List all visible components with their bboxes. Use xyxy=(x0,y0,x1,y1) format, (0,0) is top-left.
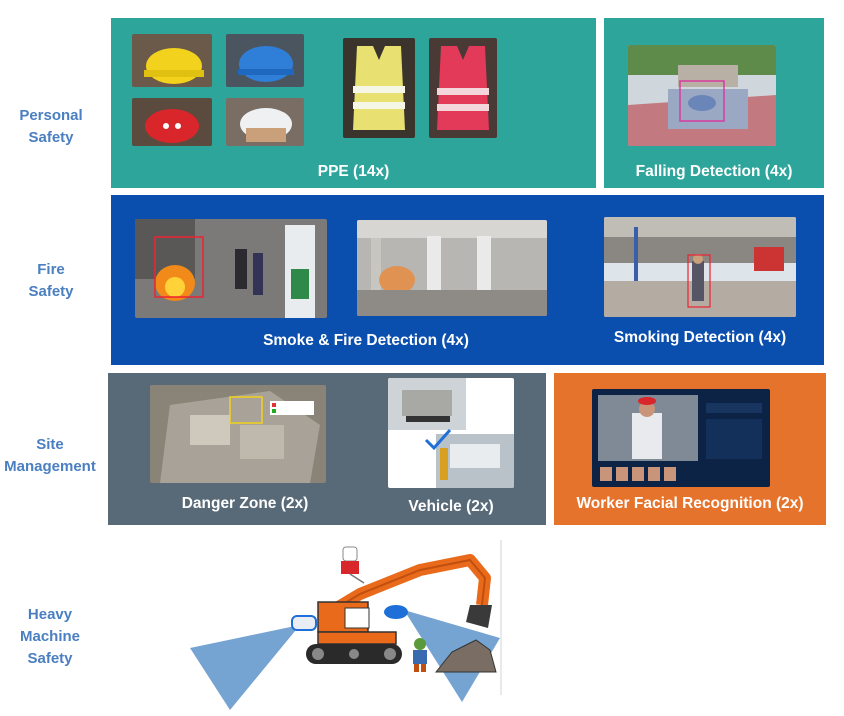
danger-zone-caption: Danger Zone (2x) xyxy=(181,495,309,512)
yellow-vest-image xyxy=(343,38,415,138)
smoke-scene-image xyxy=(357,220,547,316)
vehicle-image xyxy=(388,378,514,488)
row-label-site-management: Site Management xyxy=(4,436,96,475)
row-label-heavy-machine-safety: Heavy Machine Safety xyxy=(19,606,80,667)
facial-recognition-panel: Worker Facial Recognition (2x) xyxy=(554,373,826,525)
smoke-fire-caption: Smoke & Fire Detection (4x) xyxy=(263,332,469,349)
camera-cone-left xyxy=(190,625,300,710)
smoking-caption: Smoking Detection (4x) xyxy=(613,329,787,346)
ppe-panel: PPE (14x) xyxy=(111,18,596,188)
row-label-fire-safety: Fire Safety xyxy=(28,261,74,300)
camera-icon-left xyxy=(291,615,317,631)
white-helmet-image xyxy=(226,98,304,146)
vehicle-caption: Vehicle (2x) xyxy=(408,498,494,515)
danger-zone-image xyxy=(150,385,326,483)
row-label-personal-safety: Personal Safety xyxy=(19,107,83,146)
red-vest-image xyxy=(429,38,497,138)
falling-person-image xyxy=(628,45,776,146)
excavator-icon xyxy=(306,554,492,664)
alarm-light-icon xyxy=(341,546,365,584)
dirt-pile-icon xyxy=(434,639,497,673)
smoking-scene-image xyxy=(604,217,796,317)
facial-dashboard-image xyxy=(592,389,770,487)
red-helmet-image xyxy=(132,98,212,146)
site-management-panel: Danger Zone (2x) Vehicle (2x) xyxy=(108,373,546,525)
ppe-caption: PPE (14x) xyxy=(317,163,390,180)
camera-cone-right xyxy=(404,610,500,702)
fire-scene-image xyxy=(135,219,327,318)
falling-caption: Falling Detection (4x) xyxy=(635,163,793,180)
facial-caption: Worker Facial Recognition (2x) xyxy=(576,495,804,512)
falling-detection-panel: Falling Detection (4x) xyxy=(604,18,824,188)
camera-icon-right xyxy=(384,605,408,619)
fire-safety-panel: Smoke & Fire Detection (4x) Smoking Dete… xyxy=(111,195,824,365)
worker-icon xyxy=(413,638,427,672)
blue-helmet-image xyxy=(226,34,304,87)
yellow-helmet-image xyxy=(132,34,212,87)
